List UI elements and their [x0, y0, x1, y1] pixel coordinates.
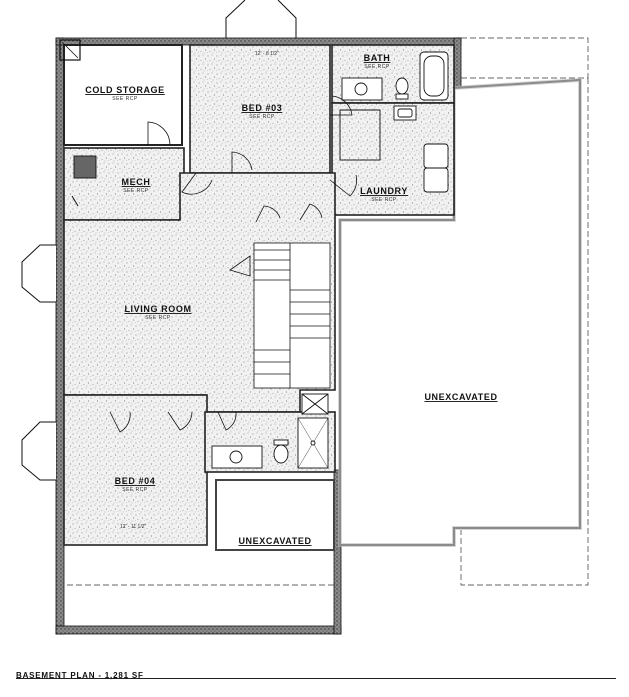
room-label-living-room: LIVING ROOM: [124, 304, 191, 314]
room-label-unexcavated-south: UNEXCAVATED: [238, 536, 311, 546]
room-note-bath: SEE RCP: [364, 64, 390, 70]
bed4-dimension: 12' - 11 1/2": [120, 524, 146, 530]
staircase: [253, 242, 331, 389]
room-note-cold-storage: SEE RCP: [112, 96, 138, 102]
room-note-laundry: SEE RCP: [371, 197, 397, 203]
room-label-cold-storage: COLD STORAGE: [85, 85, 165, 95]
bath-fixtures: [341, 51, 449, 121]
mech-equipment: [71, 155, 97, 207]
door-swings: [109, 95, 357, 433]
bed3-dimension: 12' - 8 1/2": [255, 51, 279, 57]
unexcavated-south-area: [215, 479, 335, 551]
plan-title: BASEMENT PLAN - 1,281 SF: [16, 671, 144, 680]
lower-bath-fixtures: [211, 393, 329, 469]
laundry-machines: [339, 109, 449, 193]
room-note-mech: SEE RCP: [123, 188, 149, 194]
room-label-bed3: BED #03: [242, 103, 283, 113]
left-bay-windows: [21, 244, 56, 481]
room-note-bed3: SEE RCP: [249, 114, 275, 120]
title-underline: [16, 678, 616, 679]
room-label-unexcavated-main: UNEXCAVATED: [424, 392, 497, 402]
room-note-bed4: SEE RCP: [122, 487, 148, 493]
unexcavated-outline: [63, 37, 589, 586]
room-label-bed4: BED #04: [115, 476, 156, 486]
room-label-mech: MECH: [122, 177, 151, 187]
top-bay-window: [225, 0, 297, 38]
room-note-living-room: SEE RCP: [145, 315, 171, 321]
room-label-bath: BATH: [364, 53, 391, 63]
room-label-laundry: LAUNDRY: [360, 186, 408, 196]
